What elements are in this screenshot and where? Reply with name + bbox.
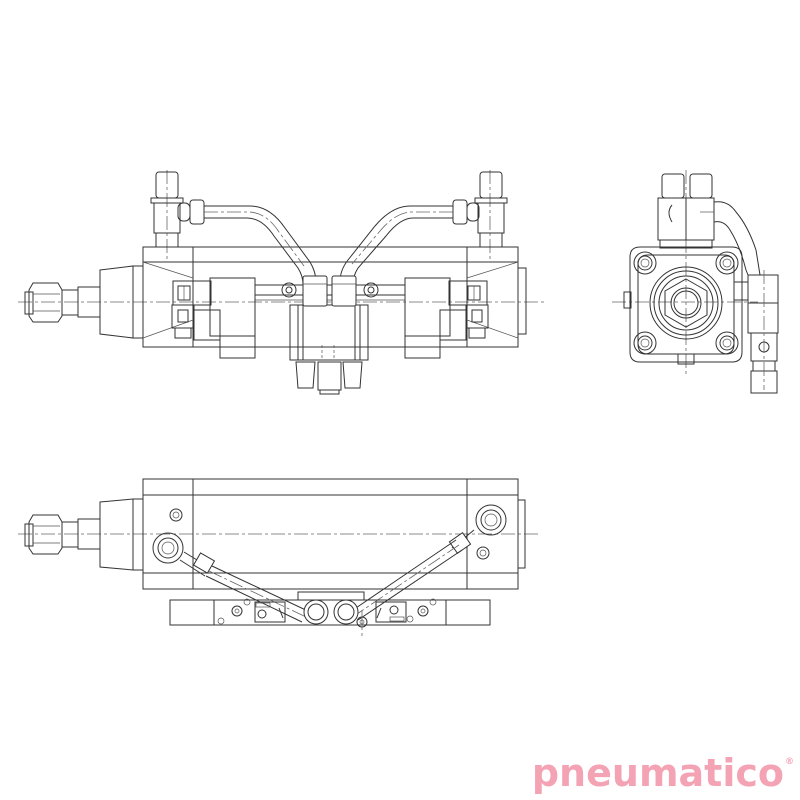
front-view bbox=[18, 170, 545, 395]
end-view bbox=[612, 170, 779, 394]
bottom-view bbox=[18, 478, 540, 636]
logo-text: pneumatico bbox=[531, 751, 784, 795]
brand-logo: pneumatico® bbox=[532, 754, 794, 792]
registered-mark: ® bbox=[785, 757, 794, 767]
